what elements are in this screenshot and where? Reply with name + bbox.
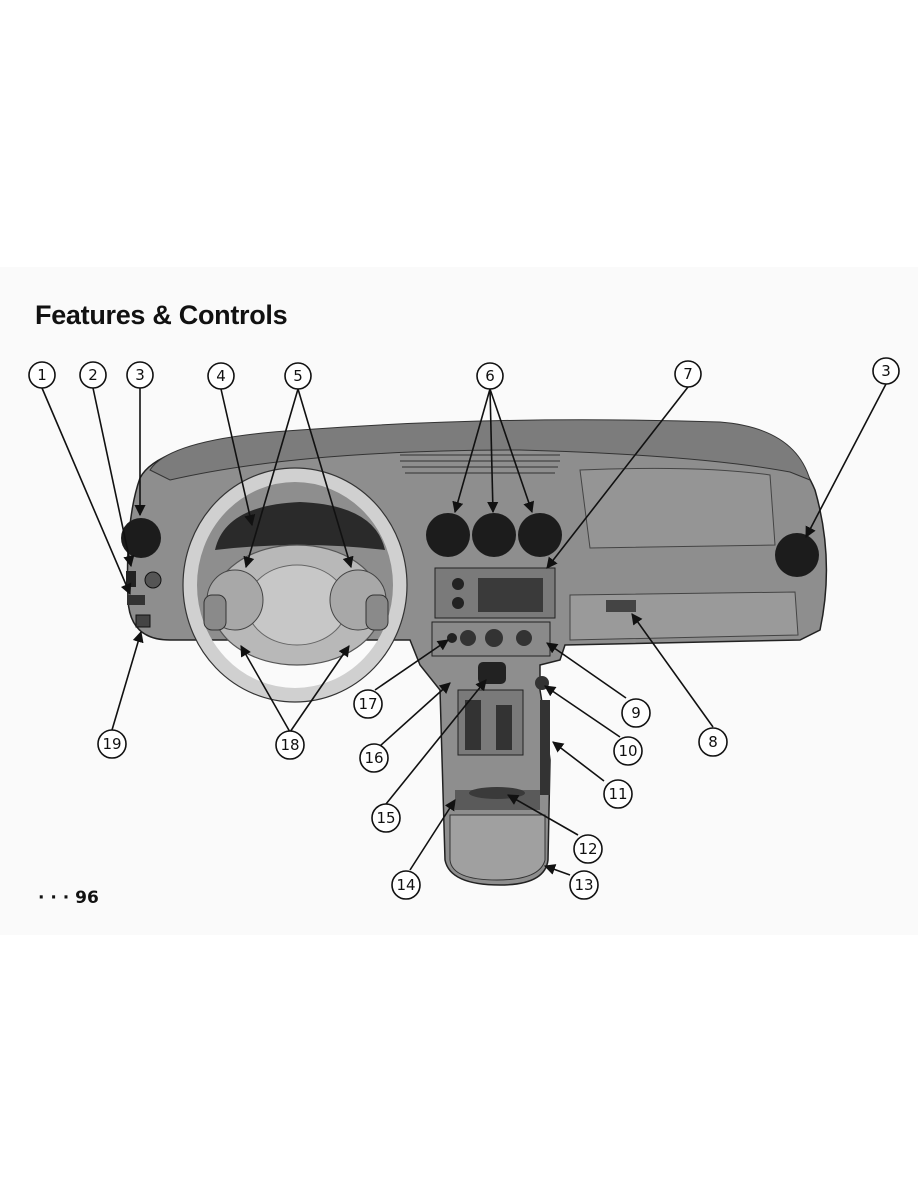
callout-18: 18 bbox=[275, 730, 305, 760]
callout-2: 2 bbox=[79, 361, 107, 389]
steering-wheel-rim bbox=[183, 468, 407, 702]
svg-text:17: 17 bbox=[358, 695, 377, 713]
page-number: · · · 96 bbox=[38, 888, 99, 908]
steering-wheel-rim-outline bbox=[182, 467, 408, 703]
callout-14: 14 bbox=[391, 870, 421, 900]
callout-1: 1 bbox=[28, 361, 56, 389]
callout-12: 12 bbox=[573, 834, 603, 864]
callout-3-left: 3 bbox=[126, 361, 154, 389]
hood-release bbox=[135, 614, 151, 628]
callout-7: 7 bbox=[674, 360, 702, 388]
callout-10: 10 bbox=[613, 736, 643, 766]
svg-text:2: 2 bbox=[88, 366, 98, 384]
shift-slot-right bbox=[496, 705, 512, 750]
glovebox bbox=[579, 467, 776, 549]
callout-3-right: 3 bbox=[872, 357, 900, 385]
lower-right-panel bbox=[569, 591, 799, 641]
callout-6: 6 bbox=[476, 362, 504, 390]
callout-19: 19 bbox=[97, 729, 127, 759]
svg-text:7: 7 bbox=[683, 365, 693, 383]
climate-knob-left bbox=[460, 630, 476, 646]
svg-text:9: 9 bbox=[631, 704, 641, 722]
svg-text:15: 15 bbox=[376, 809, 395, 827]
callout-11: 11 bbox=[603, 779, 633, 809]
svg-text:12: 12 bbox=[578, 840, 597, 858]
defrost-vent bbox=[400, 454, 560, 474]
lighting-switch bbox=[126, 571, 136, 587]
callout-4: 4 bbox=[207, 362, 235, 390]
right-spoke-grip bbox=[365, 594, 389, 631]
svg-text:5: 5 bbox=[293, 367, 303, 385]
svg-text:14: 14 bbox=[396, 876, 415, 894]
radio-knob-top bbox=[452, 578, 464, 590]
svg-text:3: 3 bbox=[881, 362, 891, 380]
svg-text:19: 19 bbox=[102, 735, 121, 753]
svg-text:11: 11 bbox=[608, 785, 627, 803]
svg-text:18: 18 bbox=[280, 736, 299, 754]
svg-text:13: 13 bbox=[574, 876, 593, 894]
console-storage bbox=[449, 814, 546, 881]
left-side-vent bbox=[121, 518, 161, 558]
svg-text:4: 4 bbox=[216, 367, 226, 385]
callout-17: 17 bbox=[353, 689, 383, 719]
shift-lever bbox=[478, 662, 506, 684]
callout-8: 8 bbox=[698, 727, 728, 757]
center-vent-right bbox=[518, 513, 562, 557]
climate-knob-right bbox=[516, 630, 532, 646]
dimmer-control bbox=[127, 595, 145, 605]
callout-15: 15 bbox=[371, 803, 401, 833]
svg-text:8: 8 bbox=[708, 733, 718, 751]
page-title: Features & Controls bbox=[35, 300, 288, 330]
climate-knob-middle bbox=[485, 629, 503, 647]
radio-display bbox=[478, 578, 543, 612]
center-vent-left bbox=[426, 513, 470, 557]
svg-text:1: 1 bbox=[37, 366, 47, 384]
svg-text:3: 3 bbox=[135, 366, 145, 384]
left-spoke-grip bbox=[203, 594, 227, 631]
right-side-vent bbox=[775, 533, 819, 577]
callout-9: 9 bbox=[621, 698, 651, 728]
callout-5: 5 bbox=[284, 362, 312, 390]
radio-knob-bottom bbox=[452, 597, 464, 609]
ashtray-slot bbox=[540, 700, 550, 795]
climate-button bbox=[447, 633, 457, 643]
svg-text:10: 10 bbox=[618, 742, 637, 760]
glovebox-latch bbox=[606, 600, 636, 612]
dash-top bbox=[149, 419, 811, 481]
center-vent-middle bbox=[472, 513, 516, 557]
cup-recess bbox=[469, 787, 525, 799]
headlamp-knob bbox=[144, 571, 162, 589]
callout-16: 16 bbox=[359, 743, 389, 773]
leader-lines bbox=[41, 383, 887, 876]
shift-slot-left bbox=[465, 700, 481, 750]
callout-13: 13 bbox=[569, 870, 599, 900]
svg-text:16: 16 bbox=[364, 749, 383, 767]
svg-text:6: 6 bbox=[485, 367, 495, 385]
